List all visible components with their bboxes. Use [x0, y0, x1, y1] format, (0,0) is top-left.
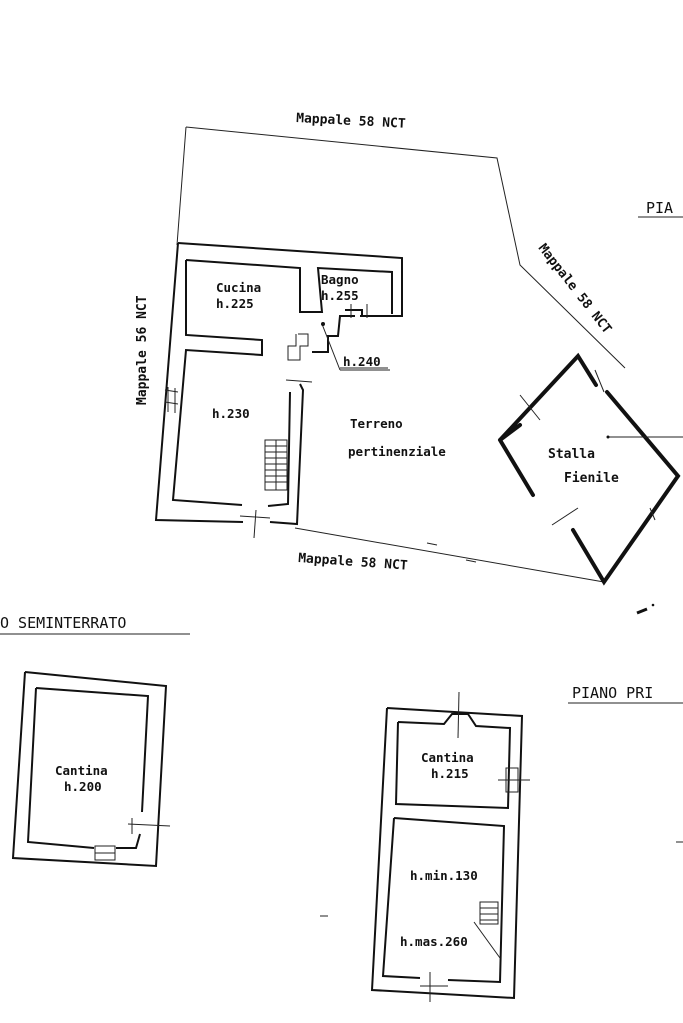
first-floor-title: PIANO PRI — [572, 684, 653, 702]
boundary-west-label: Mappale 56 NCT — [135, 295, 150, 405]
stable-building — [498, 352, 683, 586]
basement-room-height: h.200 — [64, 779, 102, 794]
yard-label-line1: Terreno — [350, 416, 403, 431]
stair-ground — [264, 439, 288, 491]
basement-room-name: Cantina — [55, 763, 108, 778]
stable-label-line1: Stalla — [548, 447, 595, 462]
room-main-height: h.230 — [212, 406, 250, 421]
room-cucina-height: h.225 — [216, 296, 254, 311]
basement-title: O SEMINTERRATO — [0, 614, 126, 632]
first-floor-max-height: h.mas.260 — [400, 934, 468, 949]
yard-label-line2: pertinenziale — [348, 444, 446, 459]
boundary-south-label: Mappale 58 NCT — [298, 551, 409, 574]
basement-plan — [0, 633, 190, 868]
ground-floor-title: PIA — [646, 199, 673, 217]
stable-label-line2: Fienile — [564, 471, 619, 486]
room-bagno-height: h.255 — [321, 288, 359, 303]
first-floor-plan — [320, 691, 683, 1002]
property-boundary — [176, 126, 626, 583]
room-bagno-name: Bagno — [321, 272, 359, 287]
room-cucina-name: Cucina — [216, 280, 261, 295]
first-floor-min-height: h.min.130 — [410, 868, 478, 883]
first-floor-cantina-name: Cantina — [421, 750, 474, 765]
stair-first-floor — [479, 901, 499, 925]
boundary-north-label: Mappale 58 NCT — [296, 111, 406, 132]
house-ground-floor — [154, 242, 403, 539]
boundary-east-label: Mappale 58 NCT — [535, 241, 614, 337]
landing-height: h.240 — [343, 354, 381, 369]
first-floor-cantina-height: h.215 — [431, 766, 469, 781]
